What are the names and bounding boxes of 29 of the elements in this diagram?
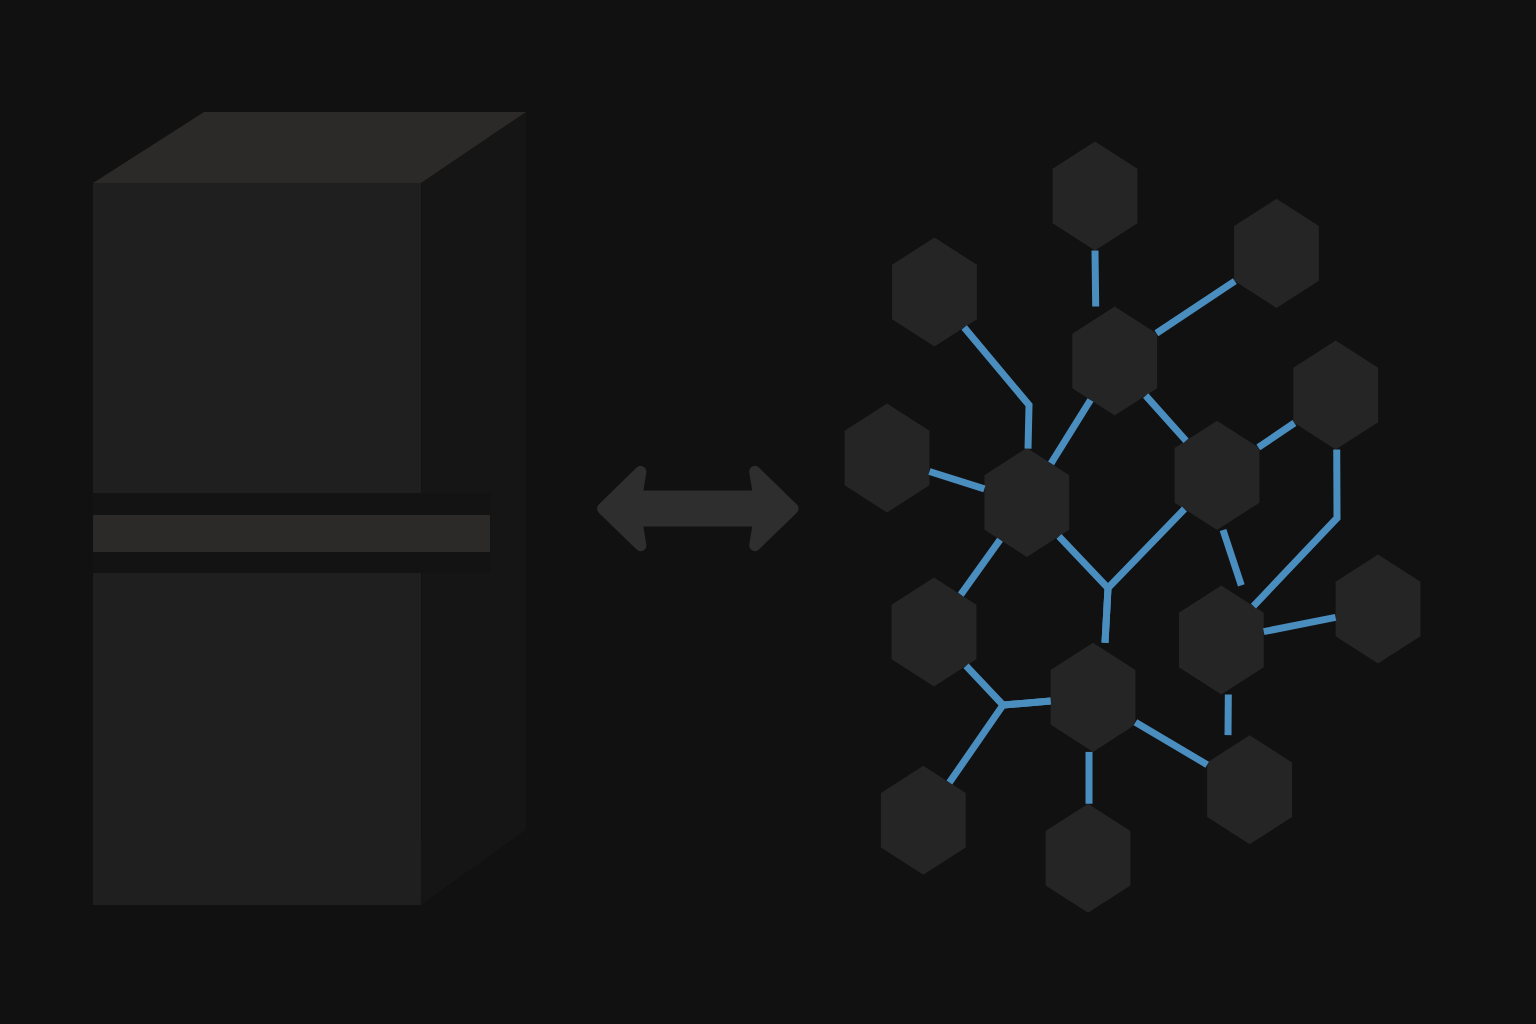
connector-line	[1143, 393, 1189, 444]
connector-line	[1250, 449, 1341, 609]
hexagon	[1174, 420, 1260, 530]
connector-line	[1048, 398, 1094, 466]
hexagon	[1335, 554, 1421, 664]
connector-line	[1256, 420, 1297, 451]
hexagon	[892, 237, 977, 347]
server-box	[93, 112, 526, 905]
connector-line	[1133, 719, 1209, 768]
hexagon	[984, 447, 1070, 557]
hexagon	[844, 403, 930, 513]
hexagon	[891, 577, 977, 687]
hexagon	[1050, 642, 1136, 752]
double-arrow	[597, 465, 799, 552]
connector-line	[1091, 250, 1100, 307]
hexagon	[1052, 141, 1138, 251]
hexagon	[1234, 198, 1319, 308]
connector-line	[1154, 278, 1237, 337]
connector-line	[957, 537, 1003, 597]
hexagon	[1045, 803, 1131, 913]
connector-line	[1224, 694, 1232, 736]
connector-line	[1263, 613, 1337, 636]
hexagon	[880, 765, 966, 875]
hexagon	[1293, 340, 1379, 450]
hexagon	[1207, 735, 1293, 845]
hexagon	[1178, 585, 1264, 695]
connector-line	[928, 468, 986, 493]
connector-line	[1219, 528, 1245, 587]
hexagon	[1072, 306, 1158, 416]
